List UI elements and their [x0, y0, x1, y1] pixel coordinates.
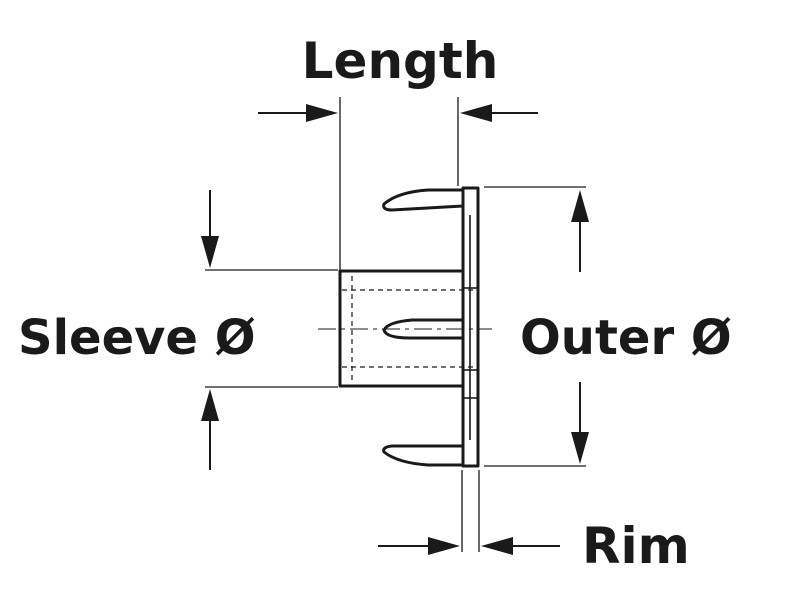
outer-dimension — [484, 186, 589, 467]
outer-arrow-top — [571, 190, 589, 222]
length-arrow-right — [460, 104, 492, 122]
sleeve-arrow-bottom — [201, 389, 219, 421]
bottom-prong — [382, 444, 465, 467]
rim-arrow-right — [481, 537, 513, 555]
length-arrow-left — [306, 104, 338, 122]
outer-arrow-bottom — [571, 432, 589, 464]
length-dimension — [258, 97, 538, 270]
length-label: Length — [302, 32, 499, 90]
top-prong — [382, 188, 465, 212]
outer-diameter-label: Outer Ø — [520, 310, 732, 366]
sleeve-part — [338, 186, 480, 468]
rim-label: Rim — [582, 517, 690, 575]
sleeve-dimension — [201, 190, 338, 470]
sleeve-diameter-label: Sleeve Ø — [18, 310, 256, 366]
sleeve-arrow-top — [201, 236, 219, 268]
rim-dimension — [378, 470, 560, 555]
rim-arrow-left — [428, 537, 460, 555]
